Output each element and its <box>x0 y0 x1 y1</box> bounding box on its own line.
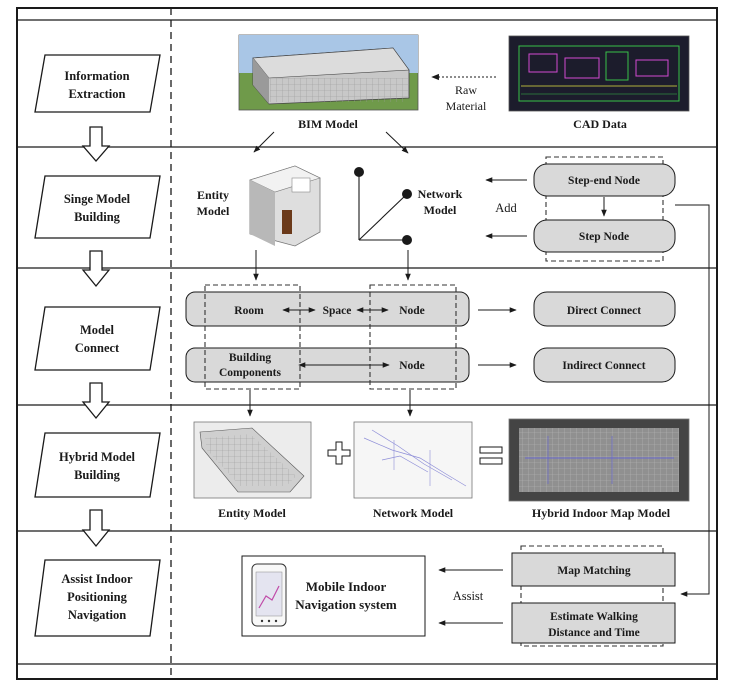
mobile-navigation-box: Mobile Indoor Navigation system <box>241 555 426 637</box>
stage-box <box>34 432 161 498</box>
assist-label: Assist <box>453 589 484 603</box>
step-end-node-label: Step-end Node <box>568 175 640 187</box>
stage-label: Hybrid Model <box>59 450 136 464</box>
step-end-node-box: Step-end Node <box>533 163 676 197</box>
cad-data-label: CAD Data <box>573 117 627 131</box>
direct-connect-box: Direct Connect <box>533 291 676 327</box>
stage-label: Connect <box>75 341 120 355</box>
flow-down-arrow-icon <box>81 126 111 162</box>
entity-model-label: Model <box>197 204 230 218</box>
stage-label: Navigation <box>68 608 126 622</box>
room-space-node-bar <box>185 291 470 327</box>
entity-model-label: Entity <box>197 188 229 202</box>
network-model-render <box>353 421 473 499</box>
stage-box <box>34 54 161 113</box>
node-label: Node <box>399 305 425 317</box>
bim-to-entity-arrow <box>253 131 275 153</box>
hybrid-model-render <box>508 418 690 502</box>
assist-group <box>520 545 664 647</box>
stage-label: Building <box>74 210 121 224</box>
bim-model-label: BIM Model <box>298 117 358 131</box>
smartphone-icon <box>251 563 287 627</box>
stage-label: Building <box>74 468 121 482</box>
plus-icon <box>327 441 351 465</box>
equals-icon <box>479 446 503 465</box>
entity-group-frame <box>204 284 301 390</box>
mobile-navigation-label: Navigation system <box>295 597 397 612</box>
network-node <box>402 189 412 199</box>
network-model-caption: Network Model <box>373 506 454 520</box>
step-node-group <box>545 156 664 262</box>
cad-data-image <box>508 35 690 112</box>
step-node-box: Step Node <box>533 219 676 253</box>
indirect-connect-label: Indirect Connect <box>562 360 645 372</box>
building-components-label: Components <box>219 367 282 379</box>
map-matching-label: Map Matching <box>557 565 630 577</box>
estimate-walking-label: Distance and Time <box>548 627 640 639</box>
entity-model-render <box>193 421 312 499</box>
entity-model-room-image <box>249 165 321 247</box>
bim-model-image <box>238 34 419 111</box>
map-matching-box: Map Matching <box>511 552 676 587</box>
network-group-frame <box>369 284 457 390</box>
network-node <box>354 167 364 177</box>
step-node-label: Step Node <box>579 231 629 243</box>
space-label: Space <box>323 305 352 317</box>
stage-single-model-building: Singe Model Building <box>34 175 161 239</box>
stage-label: Model <box>80 323 115 337</box>
raw-material-label: Material <box>446 99 487 113</box>
stage-box <box>34 175 161 239</box>
add-label: Add <box>495 201 517 215</box>
stage-label: Assist Indoor <box>61 572 133 586</box>
estimate-walking-box: Estimate Walking Distance and Time <box>511 602 676 644</box>
estimate-walking-label: Estimate Walking <box>550 611 638 623</box>
building-components-label: Building <box>229 352 271 364</box>
stage-label: Positioning <box>67 590 127 604</box>
flow-down-arrow-icon <box>81 382 111 420</box>
outer-frame <box>16 7 718 680</box>
bim-to-network-arrow <box>385 131 409 154</box>
stage-label: Extraction <box>69 87 126 101</box>
network-model-label: Model <box>424 203 457 217</box>
stage-information-extraction: Information Extraction <box>34 54 161 113</box>
indirect-connect-box: Indirect Connect <box>533 347 676 383</box>
stage-label: Singe Model <box>64 192 131 206</box>
step-to-navigation-connector <box>675 204 710 597</box>
room-label: Room <box>234 305 264 317</box>
stage-assist-indoor-positioning-navigation: Assist Indoor Positioning Navigation <box>34 559 161 637</box>
network-model-graph <box>354 167 412 245</box>
network-node <box>402 235 412 245</box>
stage-box <box>34 306 161 371</box>
stage-box <box>34 559 161 637</box>
entity-model-caption: Entity Model <box>218 506 286 520</box>
direct-connect-label: Direct Connect <box>567 305 641 317</box>
hybrid-model-caption: Hybrid Indoor Map Model <box>532 506 671 520</box>
node-label: Node <box>399 360 425 372</box>
network-model-label: Network <box>418 187 463 201</box>
flow-down-arrow-icon <box>81 250 111 288</box>
stage-model-connect: Model Connect <box>34 306 161 371</box>
mobile-navigation-label: Mobile Indoor <box>306 579 387 594</box>
raw-material-label: Raw <box>455 83 477 97</box>
stage-hybrid-model-building: Hybrid Model Building <box>34 432 161 498</box>
flow-down-arrow-icon <box>81 509 111 548</box>
stage-label: Information <box>64 69 129 83</box>
